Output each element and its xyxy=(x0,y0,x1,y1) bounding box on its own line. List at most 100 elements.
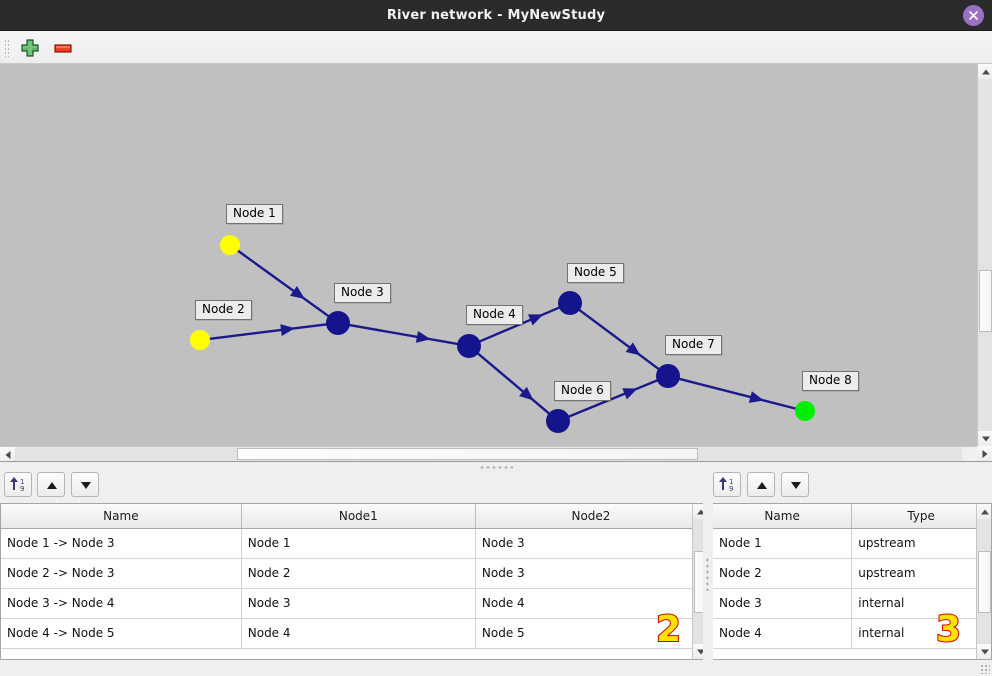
table-cell[interactable]: Node 1 xyxy=(241,528,476,559)
river-network-graph-panel[interactable]: Node 1 Node 2 Node 3 Node 4 Node 5 Node 6 Node… xyxy=(0,64,992,462)
links-move-up-button[interactable] xyxy=(37,472,65,497)
table-cell[interactable]: upstream xyxy=(851,558,991,589)
nodes-move-up-button[interactable] xyxy=(747,472,775,497)
overlay-number-links: 2 xyxy=(655,609,682,650)
column-header-node2[interactable]: Node2 xyxy=(475,504,707,529)
table-cell[interactable]: Node 2 xyxy=(241,558,476,589)
edge-direction-arrow-icon xyxy=(527,314,544,326)
add-node-icon[interactable] xyxy=(19,37,41,59)
table-cell[interactable]: Node 4 xyxy=(475,588,707,619)
edge-direction-arrow-icon xyxy=(622,388,638,400)
table-cell[interactable]: Node 4 xyxy=(241,618,476,649)
node-label-node-2[interactable]: Node 2 xyxy=(195,300,252,320)
column-header-name[interactable]: Name xyxy=(1,504,242,529)
graph-edge[interactable] xyxy=(236,249,330,318)
splitter-grip-icon xyxy=(479,466,513,469)
toolbar-drag-handle[interactable] xyxy=(4,39,9,57)
graph-node-node-1[interactable] xyxy=(220,235,240,255)
svg-text:1: 1 xyxy=(729,478,733,486)
table-cell[interactable]: Node 2 xyxy=(713,558,853,589)
scrollbar-thumb[interactable] xyxy=(979,270,992,332)
column-header-node1[interactable]: Node1 xyxy=(241,504,476,529)
node-label-node-4[interactable]: Node 4 xyxy=(466,305,523,325)
scroll-down-arrow-icon[interactable] xyxy=(978,431,992,446)
close-icon[interactable] xyxy=(963,5,984,26)
nodes-sort-ascending-button[interactable]: 1 9 xyxy=(713,472,741,497)
table-cell[interactable]: Node 3 xyxy=(713,588,853,619)
edge-direction-arrow-icon xyxy=(625,342,641,356)
scroll-up-arrow-icon[interactable] xyxy=(978,64,992,79)
graph-horizontal-scrollbar[interactable] xyxy=(0,446,977,461)
splitter-grip-icon xyxy=(706,557,709,591)
resize-grip-icon[interactable] xyxy=(980,664,990,674)
table-cell[interactable]: Node 1 -> Node 3 xyxy=(1,528,242,559)
column-header-type[interactable]: Type xyxy=(851,504,991,529)
scrollbar-thumb[interactable] xyxy=(237,448,698,460)
graph-edge[interactable] xyxy=(567,379,659,418)
graph-node-node-8[interactable] xyxy=(795,401,815,421)
graph-node-node-5[interactable] xyxy=(558,291,582,315)
table-cell[interactable]: Node 3 xyxy=(475,558,707,589)
nodes-move-down-button[interactable] xyxy=(781,472,809,497)
graph-node-node-4[interactable] xyxy=(457,334,481,358)
scrollbar-trough[interactable] xyxy=(978,79,992,431)
table-cell[interactable]: Node 3 xyxy=(475,528,707,559)
graph-edge[interactable] xyxy=(678,377,797,410)
table-cell[interactable]: upstream xyxy=(851,528,991,559)
graph-edge[interactable] xyxy=(578,308,660,371)
graph-vertical-scrollbar[interactable] xyxy=(977,64,992,446)
table-cell[interactable]: internal xyxy=(851,588,991,619)
column-header-name[interactable]: Name xyxy=(713,504,853,529)
scroll-down-arrow-icon[interactable] xyxy=(977,644,991,659)
graph-edge[interactable] xyxy=(348,323,459,346)
graph-edge[interactable] xyxy=(476,352,551,415)
scrollbar-thumb[interactable] xyxy=(978,551,991,613)
horizontal-splitter[interactable] xyxy=(0,462,992,472)
delete-node-icon[interactable] xyxy=(52,37,74,59)
graph-canvas[interactable] xyxy=(0,64,978,447)
table-cell[interactable]: Node 4 xyxy=(713,618,853,649)
table-cell[interactable]: Node 4 -> Node 5 xyxy=(1,618,242,649)
nodes-table-vertical-scrollbar[interactable] xyxy=(976,504,991,659)
vertical-splitter[interactable] xyxy=(703,472,713,676)
graph-edge[interactable] xyxy=(208,323,328,341)
links-move-down-button[interactable] xyxy=(71,472,99,497)
graph-nodes[interactable] xyxy=(190,235,815,433)
node-label-node-7[interactable]: Node 7 xyxy=(665,335,722,355)
node-label-node-5[interactable]: Node 5 xyxy=(567,263,624,283)
scroll-right-arrow-icon[interactable] xyxy=(977,446,992,461)
links-sort-ascending-button[interactable]: 1 9 xyxy=(4,472,32,497)
table-cell[interactable]: Node 3 -> Node 4 xyxy=(1,588,242,619)
node-label-node-1[interactable]: Node 1 xyxy=(226,204,283,224)
table-cell[interactable]: Node 3 xyxy=(241,588,476,619)
table-cell[interactable]: internal xyxy=(851,618,991,649)
scroll-left-arrow-icon[interactable] xyxy=(0,447,15,461)
scroll-up-arrow-icon[interactable] xyxy=(977,504,991,519)
node-label-node-8[interactable]: Node 8 xyxy=(802,371,859,391)
table-cell[interactable]: Node 2 -> Node 3 xyxy=(1,558,242,589)
node-label-node-3[interactable]: Node 3 xyxy=(334,283,391,303)
graph-node-node-3[interactable] xyxy=(326,311,350,335)
graph-node-node-2[interactable] xyxy=(190,330,210,350)
graph-node-node-6[interactable] xyxy=(546,409,570,433)
graph-node-node-7[interactable] xyxy=(656,364,680,388)
node-label-node-6[interactable]: Node 6 xyxy=(554,381,611,401)
table-cell[interactable]: Node 1 xyxy=(713,528,853,559)
table-cell[interactable]: Node 5 xyxy=(475,618,707,649)
